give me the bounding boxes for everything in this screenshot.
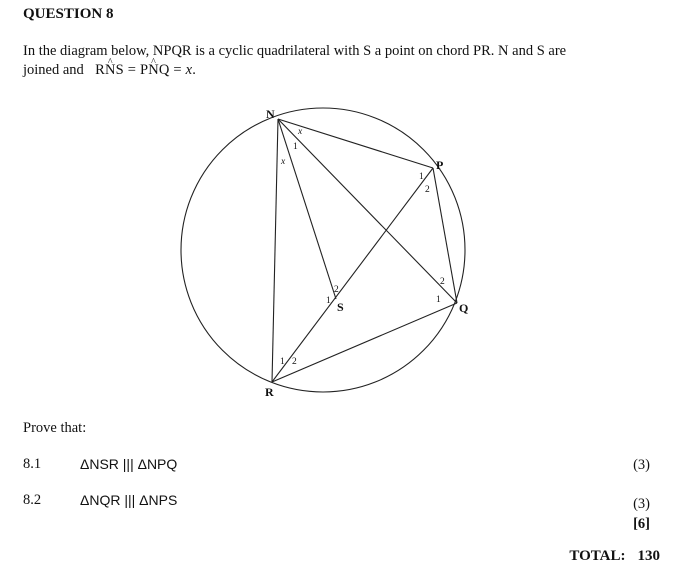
cyclic-quadrilateral-diagram: N P Q R S x 1 x 1 2 2 1 2 1 1 2 bbox=[180, 107, 468, 399]
intro-line-2-text: joined and bbox=[23, 62, 84, 78]
circle bbox=[180, 107, 466, 393]
angle-N-x-top: x bbox=[297, 127, 303, 137]
eq-P: P bbox=[139, 62, 149, 78]
item-number-8-1: 8.1 bbox=[23, 456, 42, 472]
label-N: N bbox=[266, 107, 275, 121]
label-R: R bbox=[265, 385, 274, 399]
chord-RN bbox=[271, 118, 279, 383]
total-value: 130 bbox=[637, 548, 661, 564]
diagonal-NQ bbox=[277, 118, 458, 304]
intro-line-2: joined and RNS = PNQ = x. bbox=[23, 61, 643, 80]
label-P: P bbox=[436, 158, 443, 172]
item-marks-8-1: (3) bbox=[633, 457, 650, 473]
label-Q: Q bbox=[459, 301, 468, 315]
eq-equals-2: = bbox=[169, 62, 186, 78]
total-line: TOTAL: 130 bbox=[569, 548, 660, 565]
chord-QR bbox=[271, 302, 458, 383]
eq-Q: Q bbox=[158, 62, 170, 78]
intro-line-1: In the diagram below, NPQR is a cyclic q… bbox=[23, 43, 567, 59]
question-intro: In the diagram below, NPQR is a cyclic q… bbox=[23, 42, 643, 80]
chord-PR bbox=[271, 167, 434, 383]
angle-P-2: 2 bbox=[425, 185, 430, 195]
eq-end: . bbox=[192, 62, 197, 78]
angle-S-1: 1 bbox=[326, 296, 331, 306]
angle-P-1: 1 bbox=[419, 172, 424, 182]
eq-N-hat-2: N bbox=[148, 61, 159, 80]
subtotal-marks: [6] bbox=[633, 516, 650, 532]
eq-R: R bbox=[95, 62, 105, 78]
prove-heading: Prove that: bbox=[23, 420, 87, 436]
angle-N-1: 1 bbox=[293, 142, 298, 152]
eq-S: S bbox=[115, 62, 124, 78]
angle-Q-2: 2 bbox=[440, 277, 445, 287]
item-statement-8-1: ΔNSR ||| ΔNPQ bbox=[80, 456, 178, 472]
eq-N-hat-1: N bbox=[105, 61, 116, 80]
eq-equals-1: = bbox=[123, 62, 140, 78]
angle-Q-1: 1 bbox=[436, 295, 441, 305]
label-S: S bbox=[337, 300, 344, 314]
segment-NS bbox=[277, 118, 337, 300]
chord-NP bbox=[277, 118, 434, 169]
chord-PQ bbox=[432, 167, 458, 304]
angle-N-x-left: x bbox=[280, 157, 286, 167]
item-marks-8-2: (3) bbox=[633, 496, 650, 512]
angle-R-2: 2 bbox=[292, 357, 297, 367]
item-number-8-2: 8.2 bbox=[23, 492, 42, 508]
angle-equation: RNS = PNQ = x. bbox=[87, 62, 196, 78]
item-statement-8-2: ΔNQR ||| ΔNPS bbox=[80, 492, 178, 508]
angle-S-2: 2 bbox=[334, 285, 339, 295]
angle-R-1: 1 bbox=[280, 357, 285, 367]
question-title: QUESTION 8 bbox=[23, 6, 114, 22]
total-label: TOTAL: bbox=[569, 548, 626, 564]
eq-x: x bbox=[185, 62, 193, 78]
